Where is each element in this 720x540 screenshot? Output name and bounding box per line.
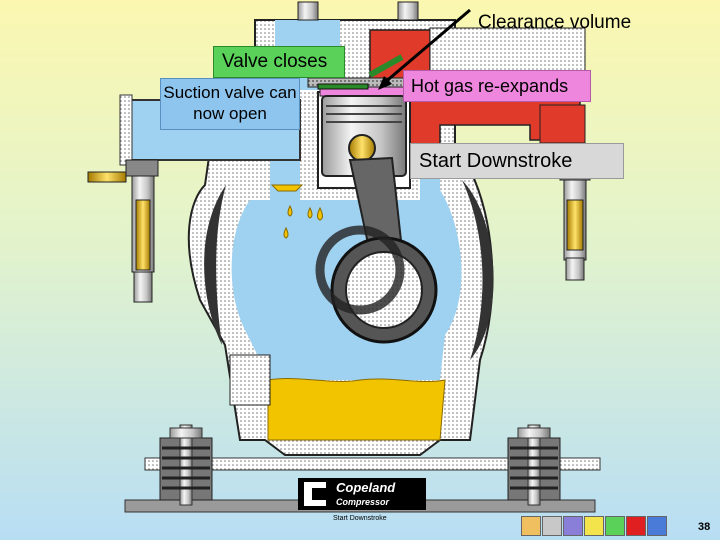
right-spring-mount — [507, 424, 561, 506]
return-icon[interactable] — [563, 516, 583, 536]
oil-sump — [267, 378, 446, 441]
motor-stator-right — [462, 180, 494, 360]
svg-text:Compressor: Compressor — [336, 497, 390, 507]
base-plinth — [144, 457, 601, 471]
red-square-icon[interactable] — [626, 516, 646, 536]
page-number: 38 — [698, 521, 711, 533]
hot-gas-label: Hot gas re-expands — [403, 70, 591, 102]
connecting-rod — [315, 156, 438, 344]
clearance-pointer-line — [382, 8, 471, 86]
oil-pickup-port — [229, 354, 271, 406]
diamond-icon[interactable] — [605, 516, 625, 536]
top-bolt — [297, 1, 319, 21]
left-spring-mount — [159, 424, 213, 506]
piston — [321, 95, 407, 177]
svg-text:Copeland: Copeland — [336, 480, 396, 495]
pencil-icon[interactable] — [647, 516, 667, 536]
valve-closes-label: Valve closes — [213, 46, 345, 78]
suction-reed-valve — [317, 83, 369, 90]
copeland-logo: Copeland Compressor — [298, 478, 426, 510]
clearance-volume-label: Clearance volume — [478, 12, 632, 33]
left-service-valve — [87, 159, 159, 303]
document-icon[interactable] — [542, 516, 562, 536]
motor-stator-left — [204, 185, 226, 345]
discharge-tube — [539, 104, 586, 144]
diamond-icon[interactable] — [584, 516, 604, 536]
clearance-pointer-head — [378, 76, 392, 90]
discharge-reed-valve — [368, 54, 404, 78]
start-downstroke-label: Start Downstroke — [410, 143, 624, 179]
suction-valve-label: Suction valve can now open — [160, 78, 300, 130]
suction-inlet-flange — [119, 94, 133, 166]
oil-drips — [270, 184, 323, 239]
top-bolt — [397, 1, 419, 21]
slide-caption: Start Downstroke — [333, 515, 387, 522]
home-icon[interactable] — [521, 516, 541, 536]
